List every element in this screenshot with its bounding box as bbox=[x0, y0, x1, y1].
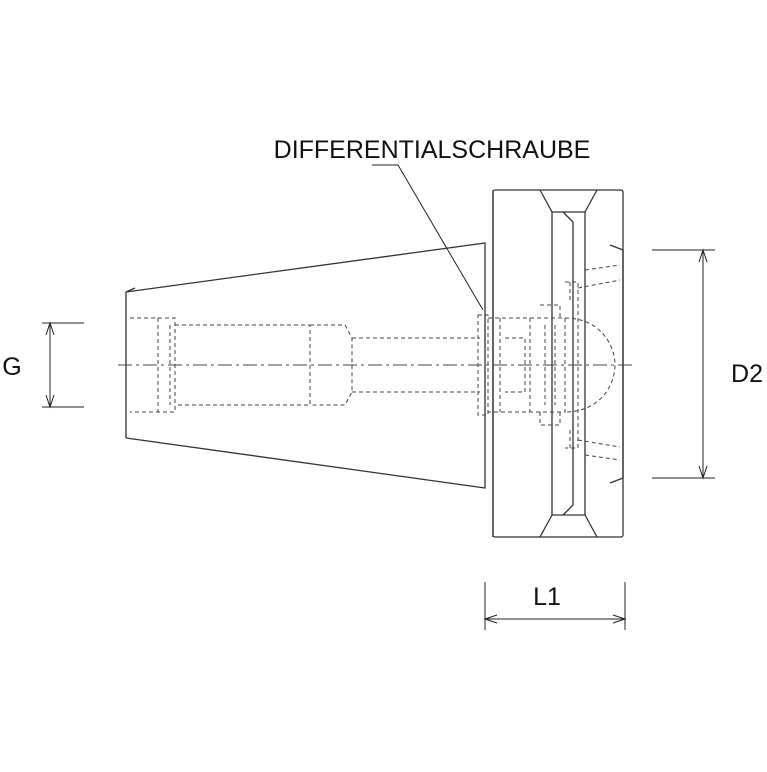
dimension-d2-label: D2 bbox=[731, 360, 763, 388]
dimension-g bbox=[42, 321, 84, 409]
dimension-d2 bbox=[652, 248, 715, 480]
callout-label: DIFFERENTIALSCHRAUBE bbox=[274, 136, 591, 164]
flange bbox=[492, 189, 624, 538]
callout-leader bbox=[372, 164, 484, 311]
dimension-g-label: G bbox=[2, 353, 21, 381]
dimension-l1-label: L1 bbox=[533, 583, 561, 611]
dimension-l1 bbox=[483, 582, 627, 630]
internal-bore bbox=[130, 317, 480, 413]
differential-screw bbox=[477, 281, 616, 449]
